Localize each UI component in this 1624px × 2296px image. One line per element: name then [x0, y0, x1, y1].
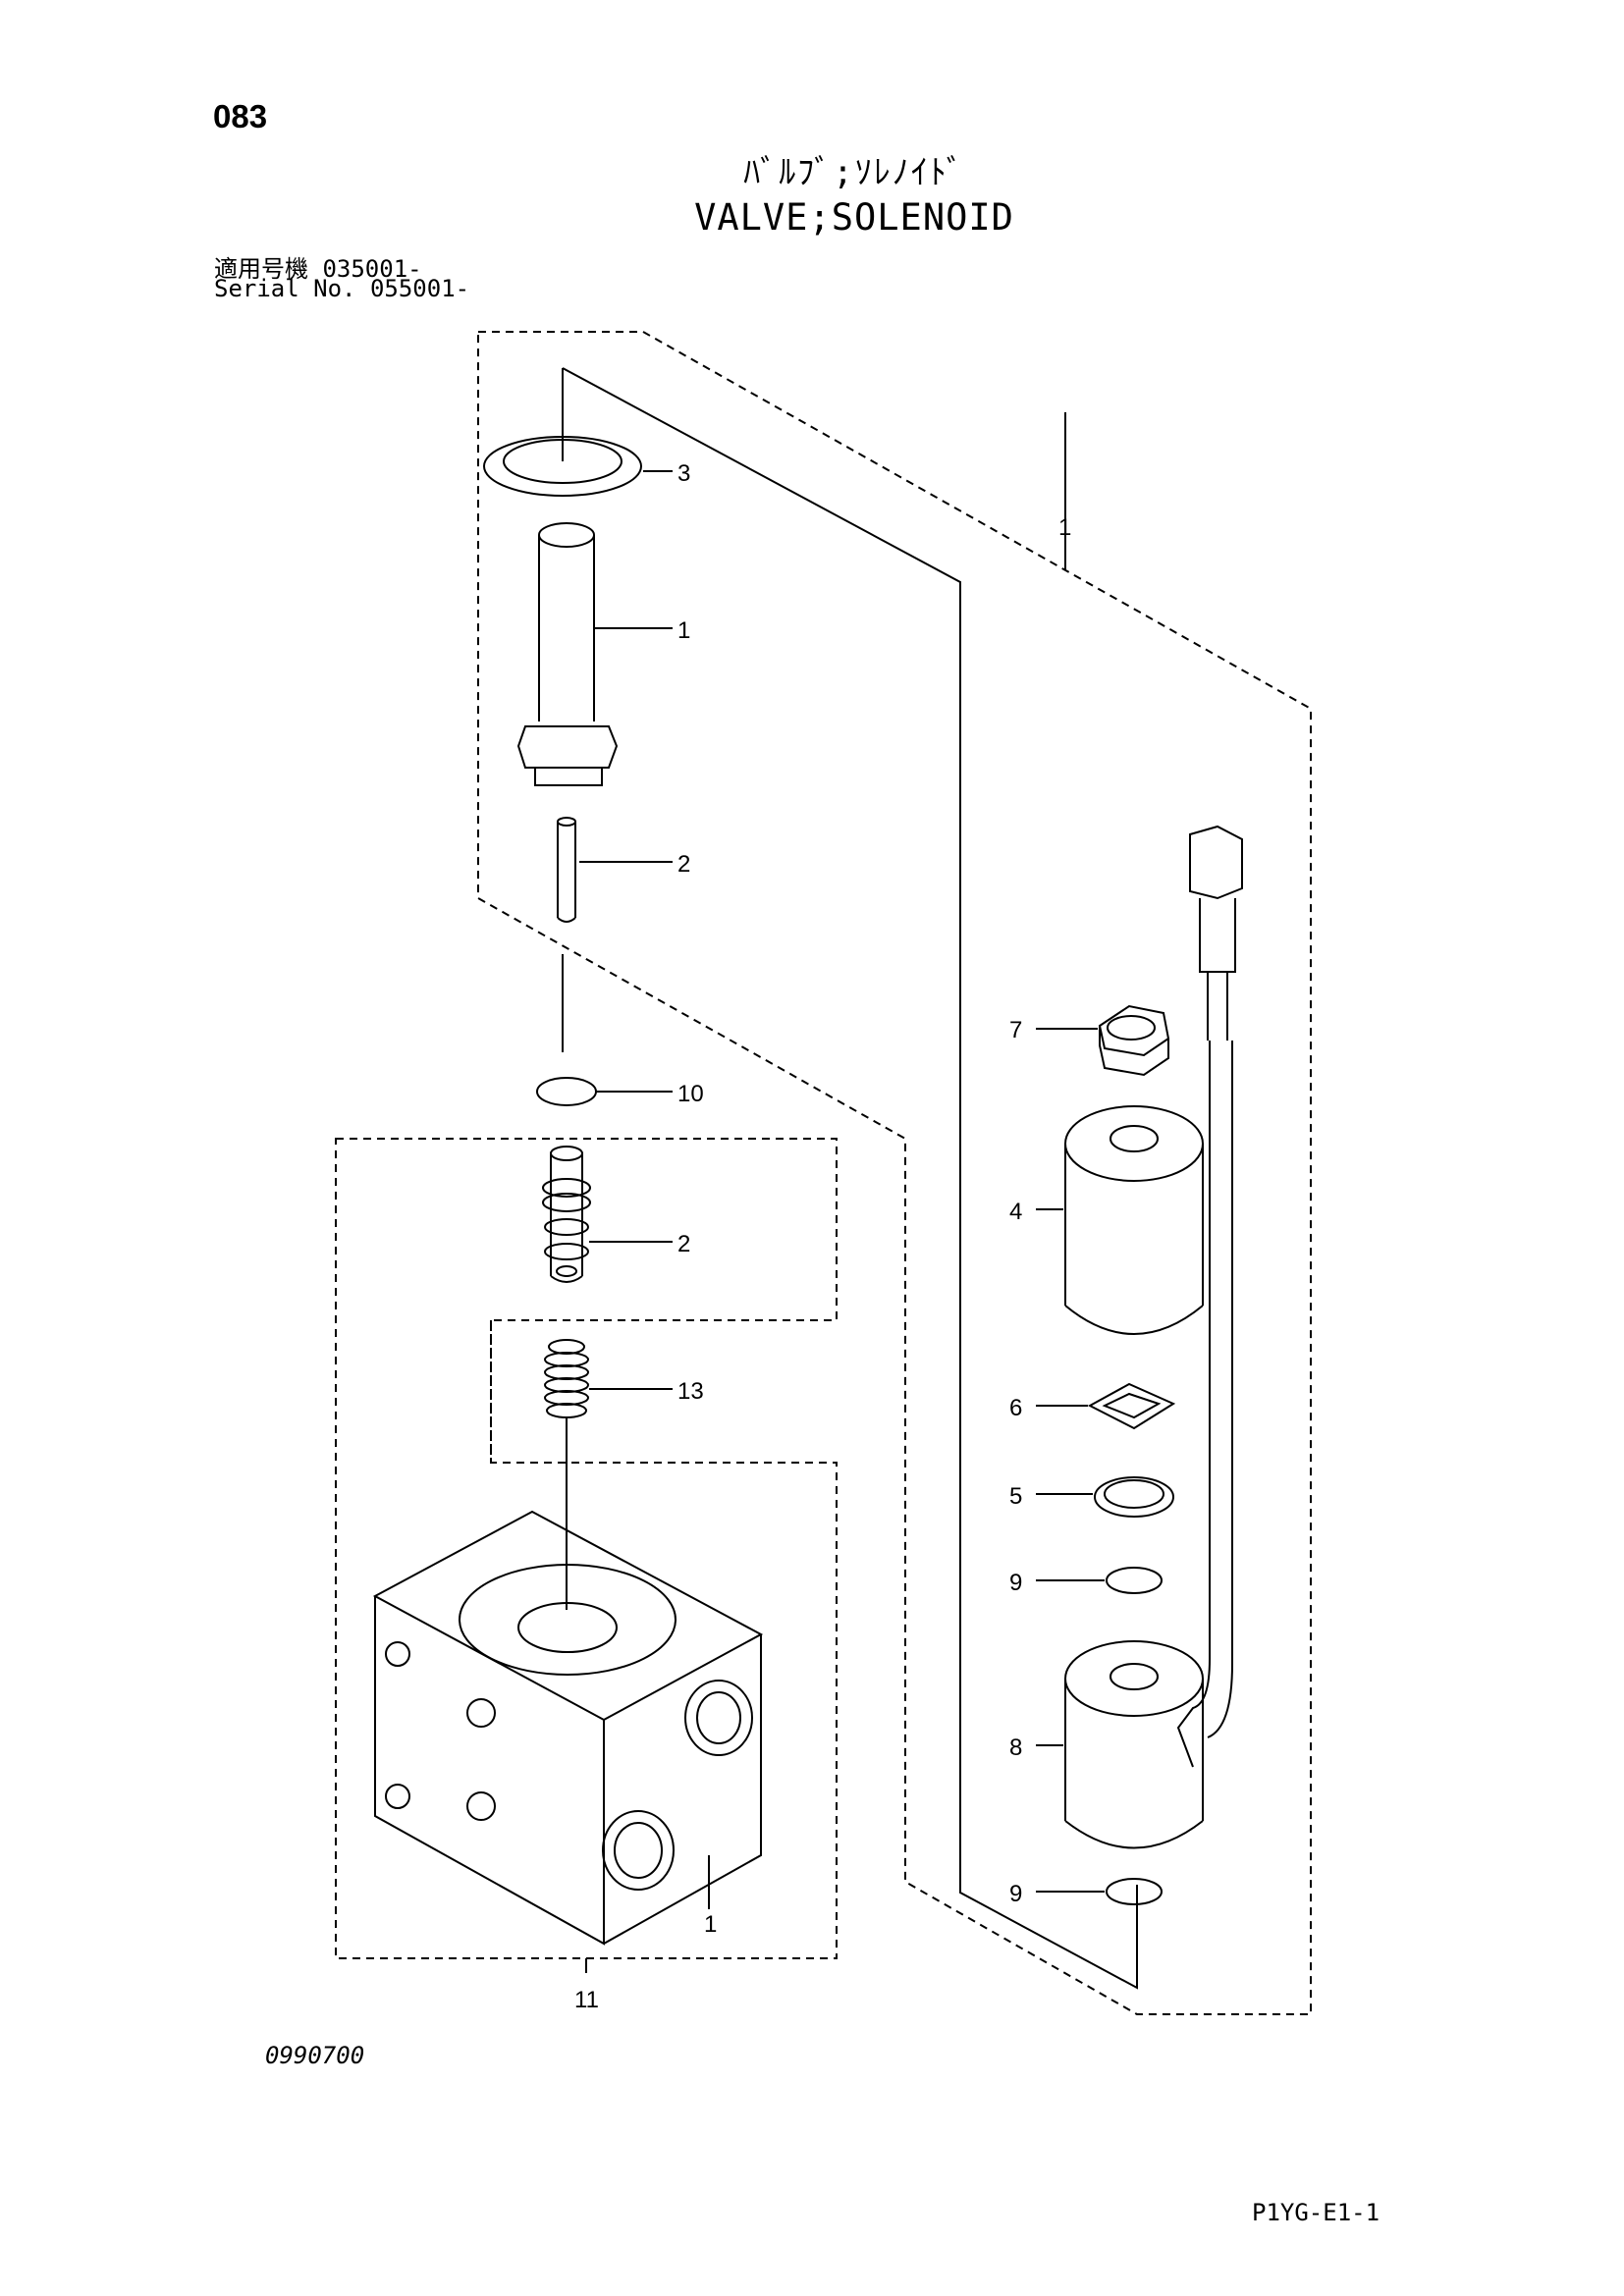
callout-seal-ring: 3 [677, 460, 690, 487]
callout-spool: 2 [677, 1231, 690, 1257]
plate-6-part [1087, 1382, 1176, 1430]
callout-oring-10: 10 [677, 1081, 704, 1107]
assembly-boundary-outer [477, 331, 1312, 2015]
pin-part [557, 817, 576, 1052]
sheet-code: P1YG-E1-1 [1252, 2199, 1380, 2226]
callout-body: 1 [704, 1911, 717, 1938]
reference-number: 0990700 [265, 2042, 365, 2069]
callout-oring-9a: 9 [1009, 1570, 1022, 1596]
callout-plate-6: 6 [1009, 1395, 1022, 1421]
title-japanese: ﾊﾞﾙﾌﾞ;ｿﾚﾉｲﾄﾞ [743, 153, 965, 192]
serial-number-line: Serial No. 055001- [214, 275, 470, 302]
callout-oring-9b: 9 [1009, 1881, 1022, 1907]
callout-assembly: 1 [1058, 514, 1071, 541]
page-number: 083 [213, 98, 268, 134]
callout-pin: 2 [677, 851, 690, 878]
callout-tube: 1 [677, 617, 690, 644]
title-english: VALVE;SOLENOID [694, 196, 1014, 239]
oring-9a-part [1106, 1567, 1163, 1594]
valve-body-part [372, 1510, 764, 1946]
washer-5-part [1094, 1476, 1174, 1518]
callout-coil-8: 8 [1009, 1735, 1022, 1761]
coil-8-part [1064, 1640, 1204, 1849]
tube-part [516, 522, 619, 786]
seal-ring-part [483, 368, 642, 497]
oring-9b-part [1106, 1878, 1163, 1905]
callout-spring: 13 [677, 1378, 704, 1405]
callout-cartridge: 11 [574, 1987, 599, 2013]
oring-10-part [536, 1077, 597, 1106]
nut-part [1098, 1004, 1170, 1077]
spring-part [544, 1339, 589, 1610]
connector-part [1176, 825, 1243, 1768]
spool-part [542, 1146, 591, 1283]
assembly-inner-line [562, 367, 1138, 1990]
coil-4-part [1064, 1105, 1204, 1335]
serial-applicable-line: 適用号機 035001- [214, 255, 422, 283]
callout-coil-4: 4 [1009, 1199, 1022, 1225]
callout-nut: 7 [1009, 1017, 1022, 1043]
callout-washer-5: 5 [1009, 1483, 1022, 1510]
